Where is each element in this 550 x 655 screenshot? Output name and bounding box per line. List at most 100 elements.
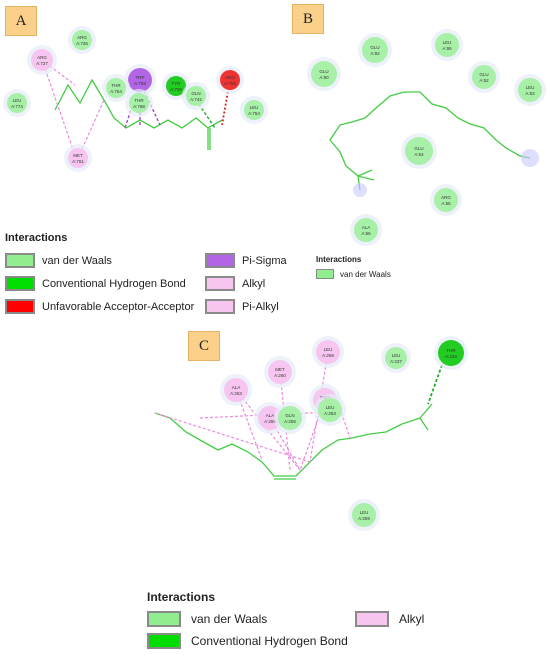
residue-circle [7, 93, 27, 113]
legend-label: Conventional Hydrogen Bond [191, 634, 348, 648]
legend-item-pisigma: Pi-Sigma [205, 253, 287, 268]
residue-number: A:259 [358, 516, 370, 521]
residue-name: TYR [172, 81, 182, 86]
residue-name: GLU [479, 72, 488, 77]
residue-number: A:764 [110, 89, 122, 94]
panel-b-tag: B [292, 4, 324, 34]
interaction-line [427, 364, 443, 405]
residue-number: A:55 [441, 201, 451, 206]
residue-name: TRP [136, 75, 145, 80]
residue-number: A:726 [76, 41, 88, 46]
residue-circle [224, 378, 248, 402]
residue-name: LEU [443, 40, 452, 45]
residue-name: LEU [324, 347, 333, 352]
residue-number: A:52 [479, 78, 489, 83]
residue-name: ALA [362, 225, 371, 230]
residue-name: LEU [250, 105, 259, 110]
interaction-line [279, 371, 291, 471]
legend-item-vdw: van der Waals [5, 253, 112, 268]
legend-label: Alkyl [242, 277, 266, 290]
residue-name: MET [275, 367, 285, 372]
residue-number: A:54 [414, 152, 424, 157]
panel-b-ligand-bond [357, 175, 375, 181]
legend-swatch [5, 299, 35, 314]
legend-label: Alkyl [399, 612, 425, 626]
panel-c-ligand-bond [419, 403, 433, 419]
residue-circle [128, 68, 152, 92]
residue-name: LEU [360, 510, 369, 515]
legend-item-hbond: Conventional Hydrogen Bond [147, 633, 348, 649]
residue-circle [166, 76, 186, 96]
legend-label: Pi-Sigma [242, 254, 287, 267]
residue-number: A:92 [370, 51, 380, 56]
legend-item-vdw: van der Waals [147, 611, 267, 627]
legend-item-alkyl: Alkyl [205, 276, 265, 291]
residue-number: A:56 [361, 231, 371, 236]
residue-circle [316, 340, 340, 364]
panel-a-ligand-bond [207, 119, 223, 129]
residue-layer: ARGA:726ARGA:727LEUA:774TRPA:769THRA:764… [3, 26, 546, 531]
residue-number: A:95 [442, 46, 452, 51]
residue-circle [31, 49, 53, 71]
residue-number: A:769 [134, 81, 146, 86]
residue-number: A:754 [248, 111, 260, 116]
residue-name: THR [446, 348, 456, 353]
panel-b-glow [353, 183, 367, 197]
residue-circle [472, 65, 496, 89]
interaction-line [41, 59, 76, 156]
residue-circle [434, 188, 458, 212]
panel-a-legend-title: Interactions [5, 232, 68, 244]
residue-name: ARG [37, 55, 47, 60]
residue-circle [72, 30, 92, 50]
legend-swatch [147, 611, 181, 627]
residue-circle [318, 398, 342, 422]
panel-b-diagram [329, 91, 539, 197]
legend-item-pialkyl: Pi-Alkyl [205, 299, 279, 314]
residue-circle [385, 347, 407, 369]
residue-name: GLN [285, 413, 294, 418]
residue-number: A:761 [72, 159, 84, 164]
legend-item-unfav: Unfavorable Acceptor-Acceptor [5, 299, 194, 314]
residue-circle [278, 406, 302, 430]
residue-number: A:258 [322, 353, 334, 358]
residue-name: LEU [13, 98, 22, 103]
legend-swatch [5, 253, 35, 268]
panel-c-legend-title: Interactions [147, 590, 216, 604]
panel-c-tag: C [188, 331, 220, 361]
residue-circle [438, 340, 464, 366]
legend-swatch [316, 269, 334, 279]
panel-a-ligand-bond [54, 78, 209, 150]
residue-name: THR [134, 98, 144, 103]
residue-number: A:237 [390, 359, 402, 364]
panel-c-ligand-bond [154, 412, 429, 477]
residue-name: LEU [326, 405, 335, 410]
residue-circle [129, 93, 149, 113]
residue-name: ARG [441, 195, 451, 200]
panel-b-ligand-bond [357, 169, 373, 177]
residue-name: ARG [225, 75, 235, 80]
residue-number: A:260 [274, 373, 286, 378]
residue-circle [106, 78, 126, 98]
residue-number: A:256 [284, 419, 296, 424]
residue-circle [268, 360, 292, 384]
residue-circle [435, 33, 459, 57]
